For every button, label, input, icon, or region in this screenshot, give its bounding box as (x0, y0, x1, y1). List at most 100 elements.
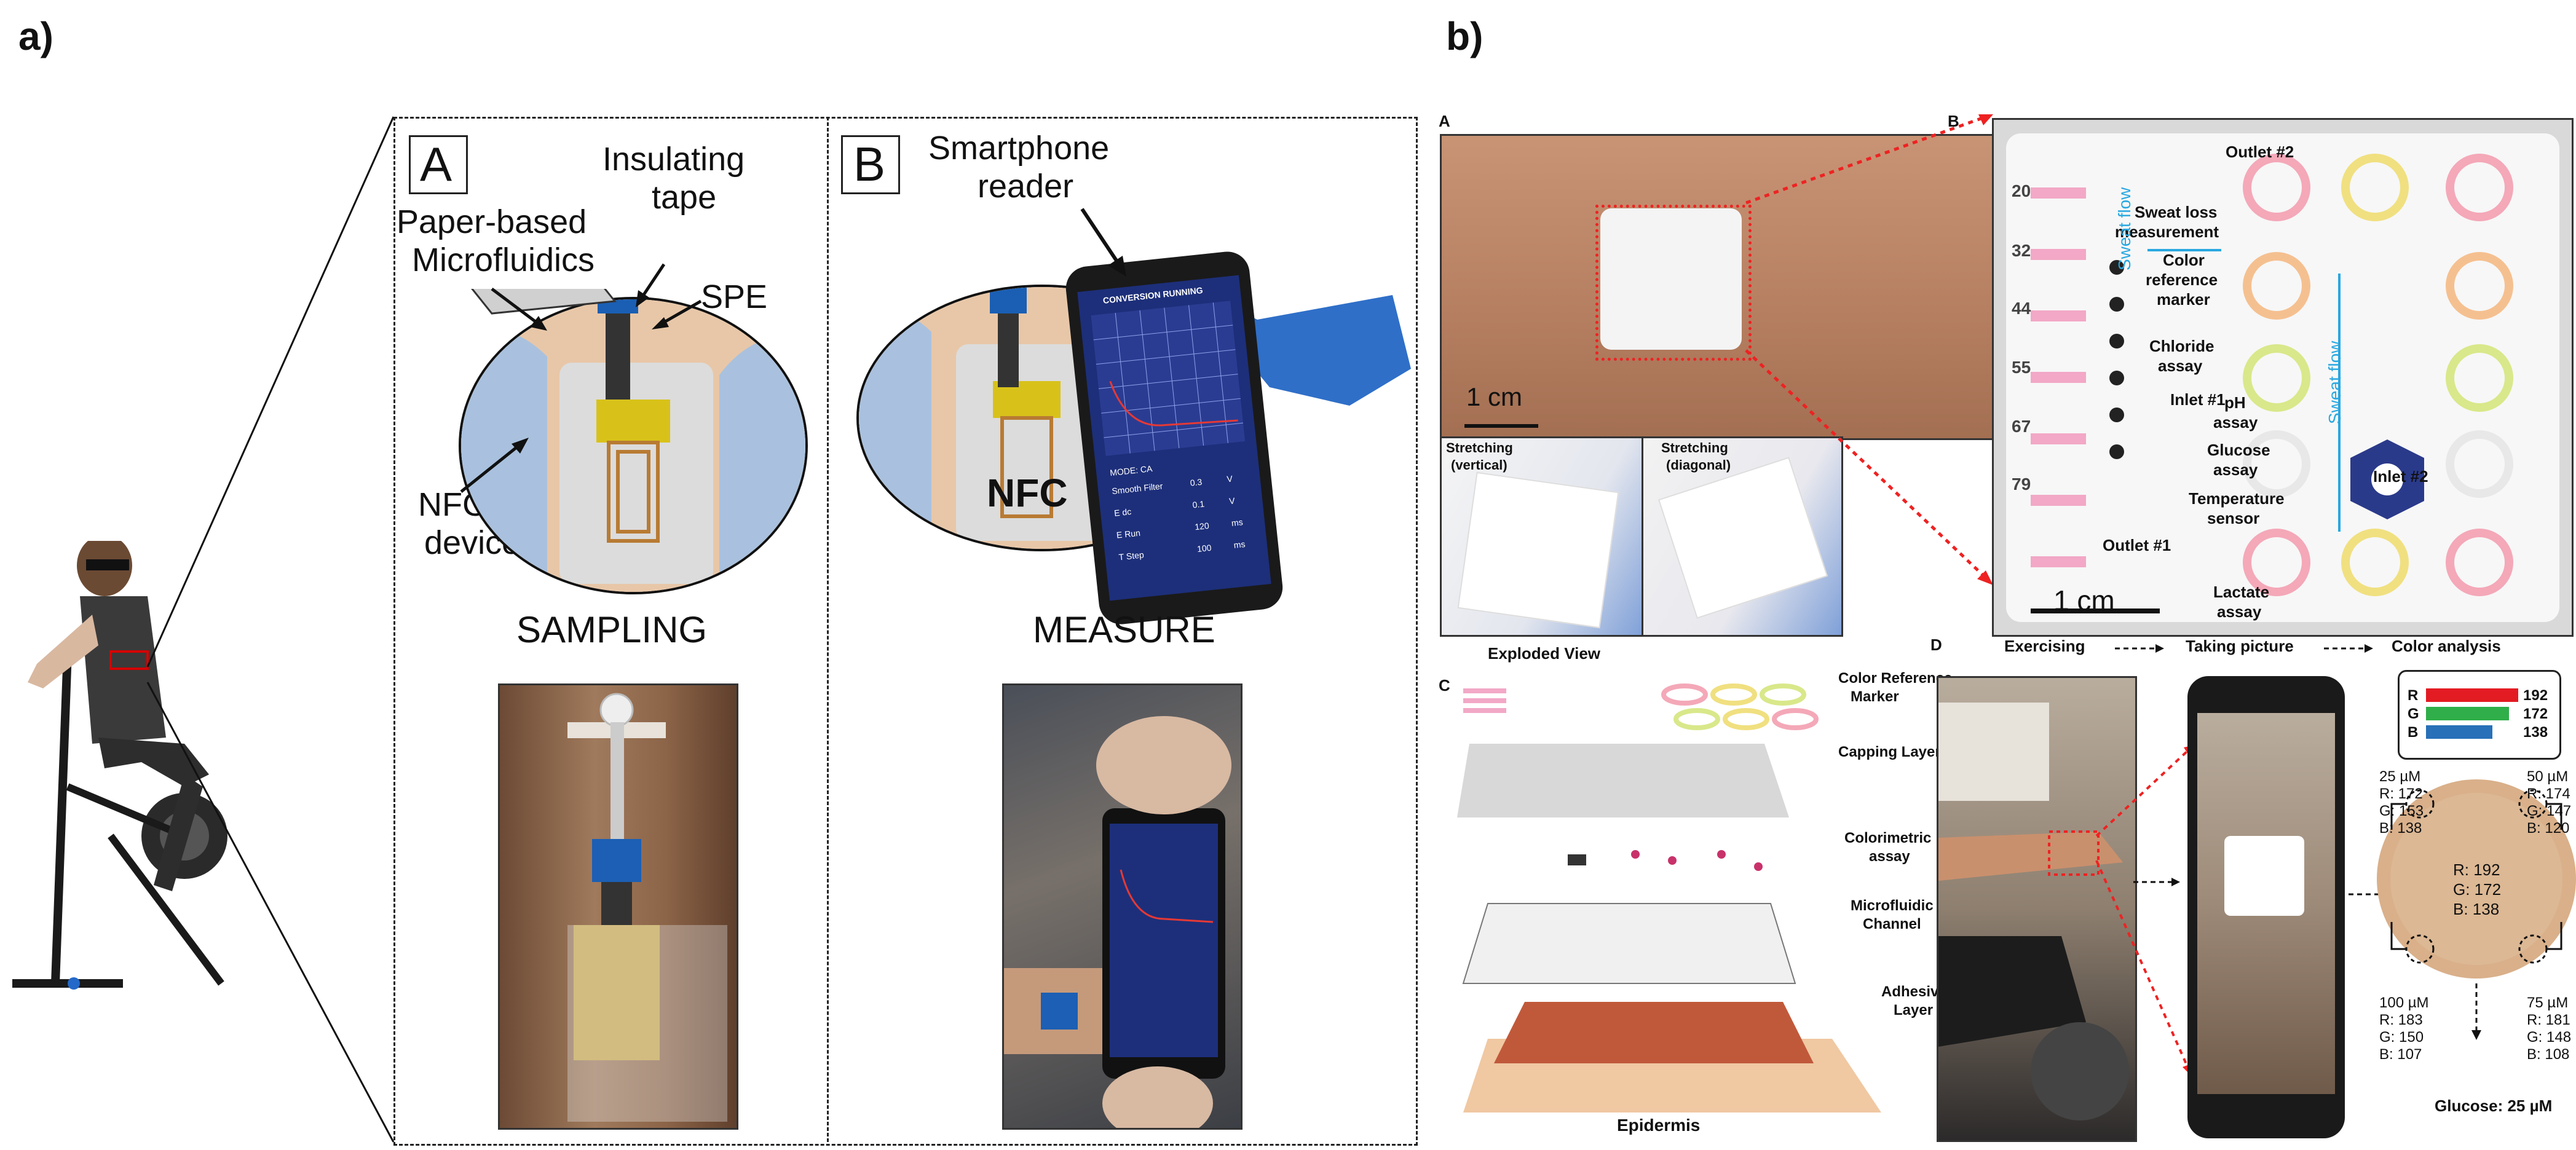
label-outlet2: Outlet #2 (2226, 143, 2294, 161)
layer-color-ref-2: Marker (1851, 688, 1899, 705)
arm-scale-bar (1464, 424, 1538, 428)
layer-adhesive-2: Layer (1894, 1002, 1934, 1018)
label-temp-1: Temperature (2189, 489, 2285, 508)
rgb-value-b: 138 (2523, 724, 2548, 741)
rgb-bar-b (2426, 725, 2492, 739)
stretch-v-line2: (vertical) (1451, 457, 1507, 473)
panel-a-frame (393, 117, 1418, 1146)
caption-sampling: SAMPLING (516, 609, 708, 650)
patch-closeup (1992, 118, 2574, 637)
tick-55: 55 (2012, 358, 2031, 377)
panel-a-divider (827, 117, 829, 1142)
label-lactate-2: assay (2217, 602, 2262, 621)
subpanel-a-letter: A (420, 137, 452, 191)
rgb-value-r: 192 (2523, 687, 2548, 704)
center-g: G: 172 (2453, 880, 2502, 899)
br-r: R: 181 (2527, 1012, 2570, 1028)
tick-32: 32 (2012, 241, 2031, 260)
panel-b-B-letter: B (1948, 112, 1959, 130)
measure-photo (1002, 683, 1243, 1130)
zoom-lines (146, 116, 395, 1143)
label-outlet1: Outlet #1 (2103, 536, 2171, 554)
layer-microfluidic-2: Channel (1863, 916, 1921, 932)
bl-r: R: 183 (2379, 1012, 2423, 1028)
d-phone (2187, 676, 2345, 1138)
exercising-art (1938, 703, 2129, 1120)
label-lactate-1: Lactate (2213, 583, 2270, 601)
panel-b-D-letter: D (1930, 636, 1942, 654)
stretch-d-line2: (diagonal) (1666, 457, 1731, 473)
arm-photo (1440, 134, 2089, 440)
layer-colorimetric-1: Colorimetric (1844, 830, 1932, 846)
tick-44: 44 (2012, 299, 2031, 318)
stretch-diagonal-photo (1642, 436, 1843, 637)
d-phone-screen (2197, 713, 2335, 1094)
tl-g: G: 153 (2379, 803, 2424, 819)
phone-mode: MODE: CA (1109, 463, 1153, 478)
tl-conc: 25 µM (2379, 768, 2421, 785)
subpanel-b-badge (841, 135, 900, 194)
step-taking-picture: Taking picture (2186, 637, 2294, 655)
phone-row-0-name: Smooth Filter (1111, 481, 1164, 497)
label-sweat-loss-2: measurement (2115, 223, 2219, 241)
tl-r: R: 172 (2379, 786, 2423, 802)
tr-g: G: 147 (2527, 803, 2572, 819)
phone-screen: CONVERSION RUNNING MODE: CA Smooth Filte… (1077, 275, 1271, 601)
arm-scale-label: 1 cm (1466, 382, 1523, 411)
layer-adhesive-1: Adhesive (1881, 983, 1947, 1000)
br-g: G: 148 (2527, 1029, 2572, 1046)
tr-conc: 50 µM (2527, 768, 2569, 785)
rgb-label-r: R (2408, 687, 2419, 704)
phone-graph (1091, 301, 1246, 456)
label-smartphone: Smartphone (928, 130, 1110, 167)
arm-patch (1600, 208, 1742, 350)
exploded-view-title: Exploded View (1488, 644, 1601, 663)
measure-photo-art (1004, 716, 1231, 1128)
cyclist-figure (12, 541, 227, 990)
caption-measure: MEASURE (1033, 609, 1215, 650)
step-exercising: Exercising (2004, 637, 2085, 655)
stretch-v-line1: Stretching (1446, 440, 1513, 455)
rgb-value-g: 172 (2523, 706, 2548, 722)
panel-b-A-letter: A (1439, 112, 1450, 130)
rgb-label-b: B (2408, 724, 2419, 741)
sampling-photo (498, 683, 738, 1130)
exploded-view-art (1457, 683, 1881, 1113)
d-phone-patch (2224, 836, 2304, 916)
step-arrows (2115, 644, 2373, 653)
rgb-bar-g (2426, 707, 2509, 720)
sweat-flow-label-2: Sweat flow (2325, 341, 2344, 424)
label-inlet1: Inlet #1 (2170, 390, 2226, 409)
sampling-photo-art (567, 693, 727, 1122)
color-analysis-disc (2377, 779, 2576, 1040)
phone-row-3-unit: ms (1233, 538, 1246, 550)
patch-scale-label: 1 cm (2053, 585, 2115, 616)
phone-row-1-unit: V (1228, 495, 1236, 506)
label-insulating: Insulating (603, 141, 745, 178)
bl-g: G: 150 (2379, 1029, 2424, 1046)
glucose-result: Glucose: 25 µM (2435, 1097, 2553, 1115)
sampling-arrows (460, 263, 702, 493)
rgb-label-g: G (2408, 706, 2419, 722)
stretch-v-patch (1457, 471, 1619, 629)
label-color-ref-3: marker (2157, 290, 2210, 309)
arm-patch-dashed-box (1595, 205, 1752, 361)
center-r: R: 192 (2453, 861, 2500, 879)
panel-b-letter: b) (1446, 14, 1484, 58)
layer-color-ref-1: Color Reference (1838, 670, 1953, 687)
sampling-illustration (459, 289, 808, 594)
label-nfc-big: NFC (987, 471, 1068, 515)
phone-row-0-unit: V (1226, 473, 1233, 484)
br-conc: 75 µM (2527, 994, 2569, 1011)
bl-b: B: 107 (2379, 1046, 2422, 1063)
subpanel-a-badge (409, 135, 468, 194)
panel-a-letter: a) (18, 14, 53, 58)
reader-arrow (1080, 208, 1126, 277)
subpanel-b-letter: B (853, 137, 886, 191)
center-b: B: 138 (2453, 900, 2500, 918)
br-b: B: 108 (2527, 1046, 2570, 1063)
layer-epidermis: Epidermis (1617, 1116, 1701, 1135)
phone-row-3-name: T Step (1118, 549, 1145, 562)
patch-art (2031, 154, 2513, 613)
phone-row-2-name: E Run (1116, 527, 1141, 540)
